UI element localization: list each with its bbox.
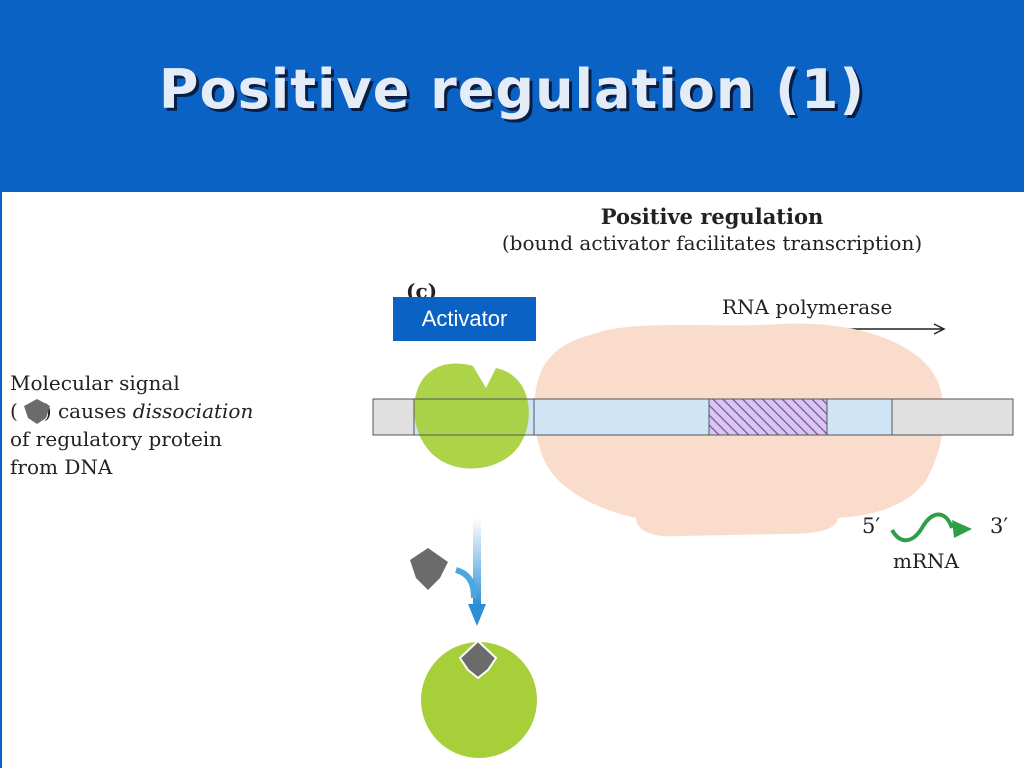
- signal-caption-open-paren: (: [10, 399, 18, 423]
- slide-left-border: [0, 192, 2, 768]
- signal-binding-arrow: [454, 567, 477, 599]
- signal-molecule-icon: [24, 399, 50, 424]
- signal-caption-line1: Molecular signal: [10, 371, 180, 395]
- bound-signal-molecule: [458, 639, 498, 680]
- dissociation-arrow-shaft: [473, 518, 481, 606]
- figure-subheading: (bound activator facilitates transcripti…: [502, 231, 922, 255]
- activator-label: Activator: [421, 306, 508, 331]
- three-prime-label: 3′: [990, 514, 1008, 538]
- bound-activator-protein: [414, 363, 529, 469]
- signal-caption-line2: ( ) causes dissociation: [10, 399, 253, 423]
- regulation-diagram: Positive regulation (bound activator fac…: [10, 204, 1014, 758]
- rna-polymerase-label: RNA polymerase: [722, 295, 892, 319]
- five-prime-label: 5′: [862, 514, 880, 538]
- mrna-label: mRNA: [893, 549, 960, 573]
- figure-heading: Positive regulation: [601, 204, 824, 229]
- signal-caption-line3: of regulatory protein: [10, 427, 222, 451]
- promoter-hatched-region: [708, 398, 828, 436]
- slide-header: [0, 0, 1024, 192]
- mrna-strand: [890, 512, 954, 543]
- slide-title: Positive regulation (1): [158, 58, 866, 121]
- dissociation-arrowhead: [468, 604, 486, 626]
- activator-callout: Activator: [393, 297, 536, 341]
- signal-caption-mid: ) causes: [44, 399, 133, 423]
- free-signal-molecule: [410, 548, 448, 590]
- signal-caption: Molecular signal () causes dissociation …: [10, 371, 253, 479]
- released-activator-protein: [421, 642, 537, 758]
- mrna-arrowhead: [952, 520, 972, 538]
- signal-caption-line4: from DNA: [10, 455, 113, 479]
- signal-caption-italic: dissociation: [133, 399, 254, 423]
